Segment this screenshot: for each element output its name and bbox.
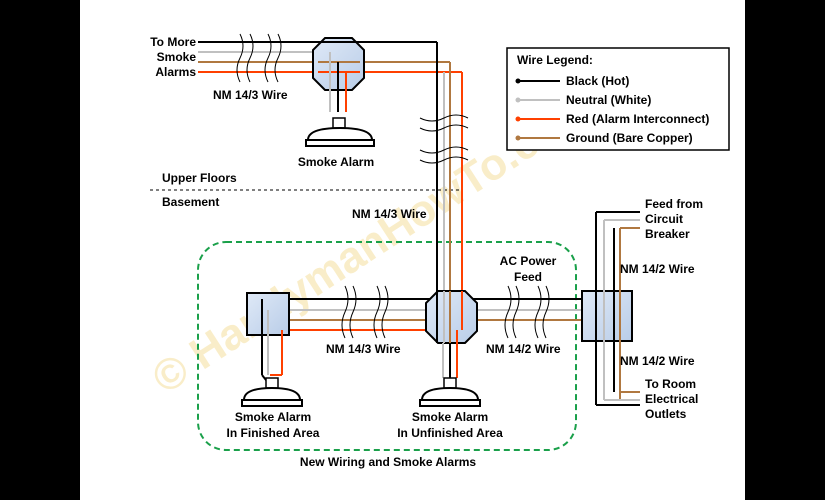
- legend-item-neutral: Neutral (White): [515, 93, 651, 107]
- svg-text:Neutral (White): Neutral (White): [566, 93, 651, 107]
- label-ac-power-1: AC Power: [500, 254, 557, 268]
- label-new-wiring: New Wiring and Smoke Alarms: [300, 455, 476, 469]
- svg-text:Black (Hot): Black (Hot): [566, 74, 629, 88]
- svg-text:Red (Alarm Interconnect): Red (Alarm Interconnect): [566, 112, 709, 126]
- label-alarm-unfinished-1: Smoke Alarm: [412, 410, 488, 424]
- wire-legend: Wire Legend: Black (Hot) Neutral (White)…: [506, 47, 730, 151]
- junction-box-left: [246, 292, 290, 386]
- new-wiring-boundary: [197, 241, 577, 451]
- label-to-more-3: Alarms: [155, 65, 196, 79]
- junction-box-top: [312, 37, 365, 112]
- label-nm142-right-bottom: NM 14/2 Wire: [620, 354, 695, 368]
- label-smoke-alarm-top: Smoke Alarm: [298, 155, 374, 169]
- label-feed-3: Breaker: [645, 227, 690, 241]
- label-alarm-finished-1: Smoke Alarm: [235, 410, 311, 424]
- legend-item-black: Black (Hot): [515, 74, 629, 88]
- legend-title: Wire Legend:: [517, 53, 593, 67]
- smoke-alarm-finished: [241, 377, 303, 407]
- label-nm143-mid: NM 14/3 Wire: [352, 207, 427, 221]
- label-ac-power-2: Feed: [514, 270, 542, 284]
- label-to-more-1: To More: [150, 35, 196, 49]
- label-feed-1: Feed from: [645, 197, 703, 211]
- label-basement: Basement: [162, 195, 219, 209]
- label-nm143-top: NM 14/3 Wire: [213, 88, 288, 102]
- label-feed-2: Circuit: [645, 212, 683, 226]
- svg-text:Ground (Bare Copper): Ground (Bare Copper): [566, 131, 693, 145]
- legend-item-ground: Ground (Bare Copper): [515, 131, 693, 145]
- label-to-room-3: Outlets: [645, 407, 687, 421]
- label-upper-floors: Upper Floors: [162, 171, 237, 185]
- label-nm142-bottom: NM 14/2 Wire: [486, 342, 561, 356]
- smoke-alarm-unfinished: [419, 377, 481, 407]
- riser-wires: [436, 42, 463, 325]
- smoke-alarm-top: [305, 117, 375, 147]
- label-alarm-unfinished-2: In Unfinished Area: [397, 426, 503, 440]
- legend-item-red: Red (Alarm Interconnect): [515, 112, 709, 126]
- wire-break-marks-basement: [341, 285, 550, 339]
- label-to-room-2: Electrical: [645, 392, 698, 406]
- label-to-room-1: To Room: [645, 377, 696, 391]
- junction-box-center: [425, 290, 478, 378]
- junction-box-right: [581, 211, 640, 406]
- label-to-more-2: Smoke: [157, 50, 197, 64]
- label-nm143-bottom: NM 14/3 Wire: [326, 342, 401, 356]
- label-alarm-finished-2: In Finished Area: [227, 426, 320, 440]
- wire-break-marks-top: [236, 33, 469, 164]
- label-nm142-right-top: NM 14/2 Wire: [620, 262, 695, 276]
